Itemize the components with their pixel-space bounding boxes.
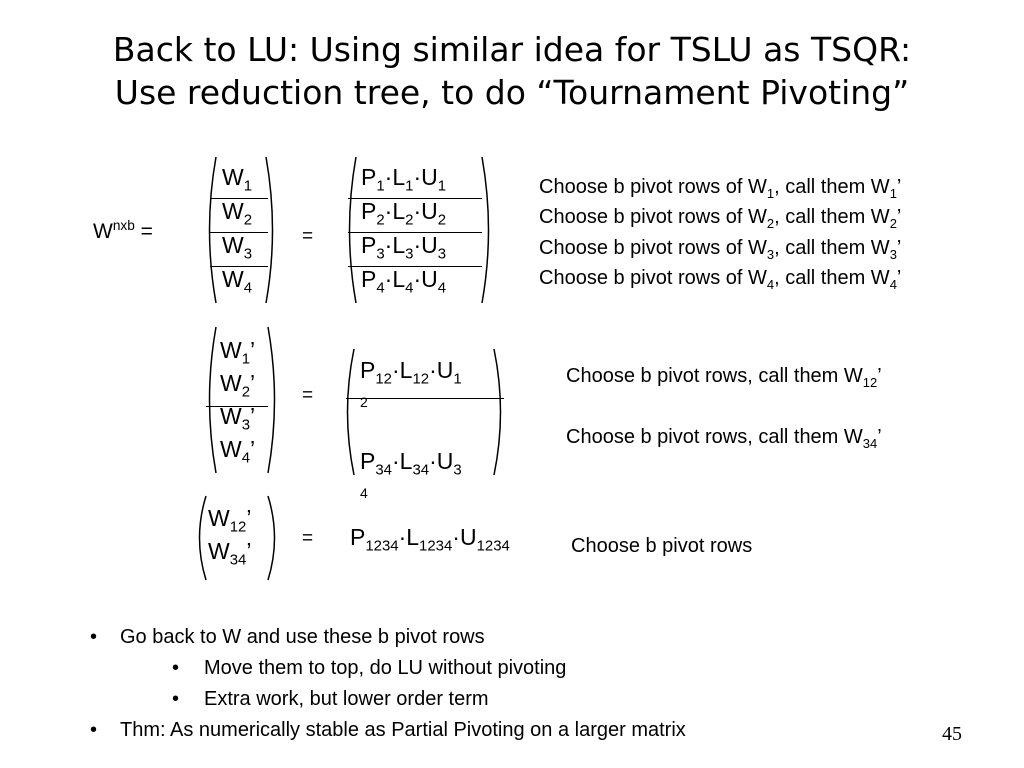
stage3-w34: W34’	[208, 538, 252, 569]
stage3-paren-open	[198, 495, 207, 581]
stage1-plu-3: P3·L3·U3	[361, 232, 447, 263]
stage2-plu-divider	[346, 398, 504, 399]
bullet-list: •Go back to W and use these b pivot rows…	[90, 622, 686, 746]
bullet-dot: •	[90, 626, 98, 648]
stage2-note-34: Choose b pivot rows, call them W34’	[566, 426, 882, 451]
bullet-dot: •	[90, 719, 98, 741]
bullet-sub-item: •Move them to top, do LU without pivotin…	[90, 653, 686, 684]
stage2-left-paren-close	[267, 326, 276, 474]
stage1-left-paren-close	[265, 156, 274, 304]
stage3-paren-close	[267, 495, 276, 581]
stage1-w2: W2	[222, 198, 253, 229]
stage2-w4: W4’	[220, 436, 256, 467]
stage1-right-paren-open	[348, 156, 357, 304]
stage2-plu-34: P34·L34·U3	[360, 448, 462, 479]
stage2-equals: =	[302, 385, 314, 406]
bullet-dot: •	[172, 657, 180, 679]
stage1-note-3: Choose b pivot rows of W3, call them W3’	[539, 237, 902, 262]
bullet-item: •Thm: As numerically stable as Partial P…	[90, 715, 686, 746]
stage1-note-4: Choose b pivot rows of W4, call them W4’	[539, 267, 902, 292]
stage2-right-paren-open	[346, 348, 355, 476]
bullet-sub-item: •Extra work, but lower order term	[90, 684, 686, 715]
title-line-2: Use reduction tree, to do “Tournament Pi…	[114, 73, 910, 112]
title-line-1: Back to LU: Using similar idea for TSLU …	[112, 30, 912, 69]
stage1-plu-1: P1·L1·U1	[361, 164, 447, 195]
stage1-w3: W3	[222, 232, 253, 263]
stage2-note-12: Choose b pivot rows, call them W12’	[566, 365, 882, 390]
stage3-note: Choose b pivot rows	[571, 535, 753, 557]
stage1-w4: W4	[222, 266, 253, 297]
stage3-plu-1234: P1234·L1234·U1234	[350, 524, 510, 555]
stage2-plu-12-wrap: 2	[360, 394, 368, 410]
stage1-plu-2: P2·L2·U2	[361, 198, 447, 229]
stage1-plu-4: P4·L4·U4	[361, 266, 447, 297]
stage2-w2: W2’	[220, 370, 256, 401]
stage2-w3: W3’	[220, 403, 256, 434]
stage1-equals: =	[302, 226, 314, 247]
stage3-w12: W12’	[208, 505, 252, 536]
bullet-dot: •	[172, 688, 180, 710]
page-number: 45	[942, 723, 962, 745]
stage2-plu-12: P12·L12·U1	[360, 357, 462, 388]
stage1-w-divider-3	[210, 266, 268, 267]
stage3-equals: =	[302, 528, 314, 549]
stage1-plu-divider-2	[348, 232, 482, 233]
bullet-item: •Go back to W and use these b pivot rows	[90, 622, 686, 653]
stage1-note-1: Choose b pivot rows of W1, call them W1’	[539, 176, 902, 201]
stage1-w-divider-1	[210, 198, 268, 199]
slide-title: Back to LU: Using similar idea for TSLU …	[30, 28, 994, 114]
stage2-left-paren-open	[208, 326, 217, 474]
stage2-w-divider	[206, 406, 268, 407]
stage1-w1: W1	[222, 164, 253, 195]
w-nxb-label: Wnxb =	[93, 218, 153, 243]
stage2-right-paren-close	[493, 348, 502, 476]
stage1-plu-divider-1	[348, 198, 482, 199]
stage2-w1: W1’	[220, 337, 256, 368]
stage1-plu-divider-3	[348, 266, 482, 267]
stage1-note-2: Choose b pivot rows of W2, call them W2’	[539, 206, 902, 231]
stage1-w-divider-2	[210, 232, 268, 233]
stage2-plu-34-wrap: 4	[360, 485, 368, 501]
stage1-right-paren-close	[481, 156, 490, 304]
stage1-left-paren-open	[208, 156, 217, 304]
